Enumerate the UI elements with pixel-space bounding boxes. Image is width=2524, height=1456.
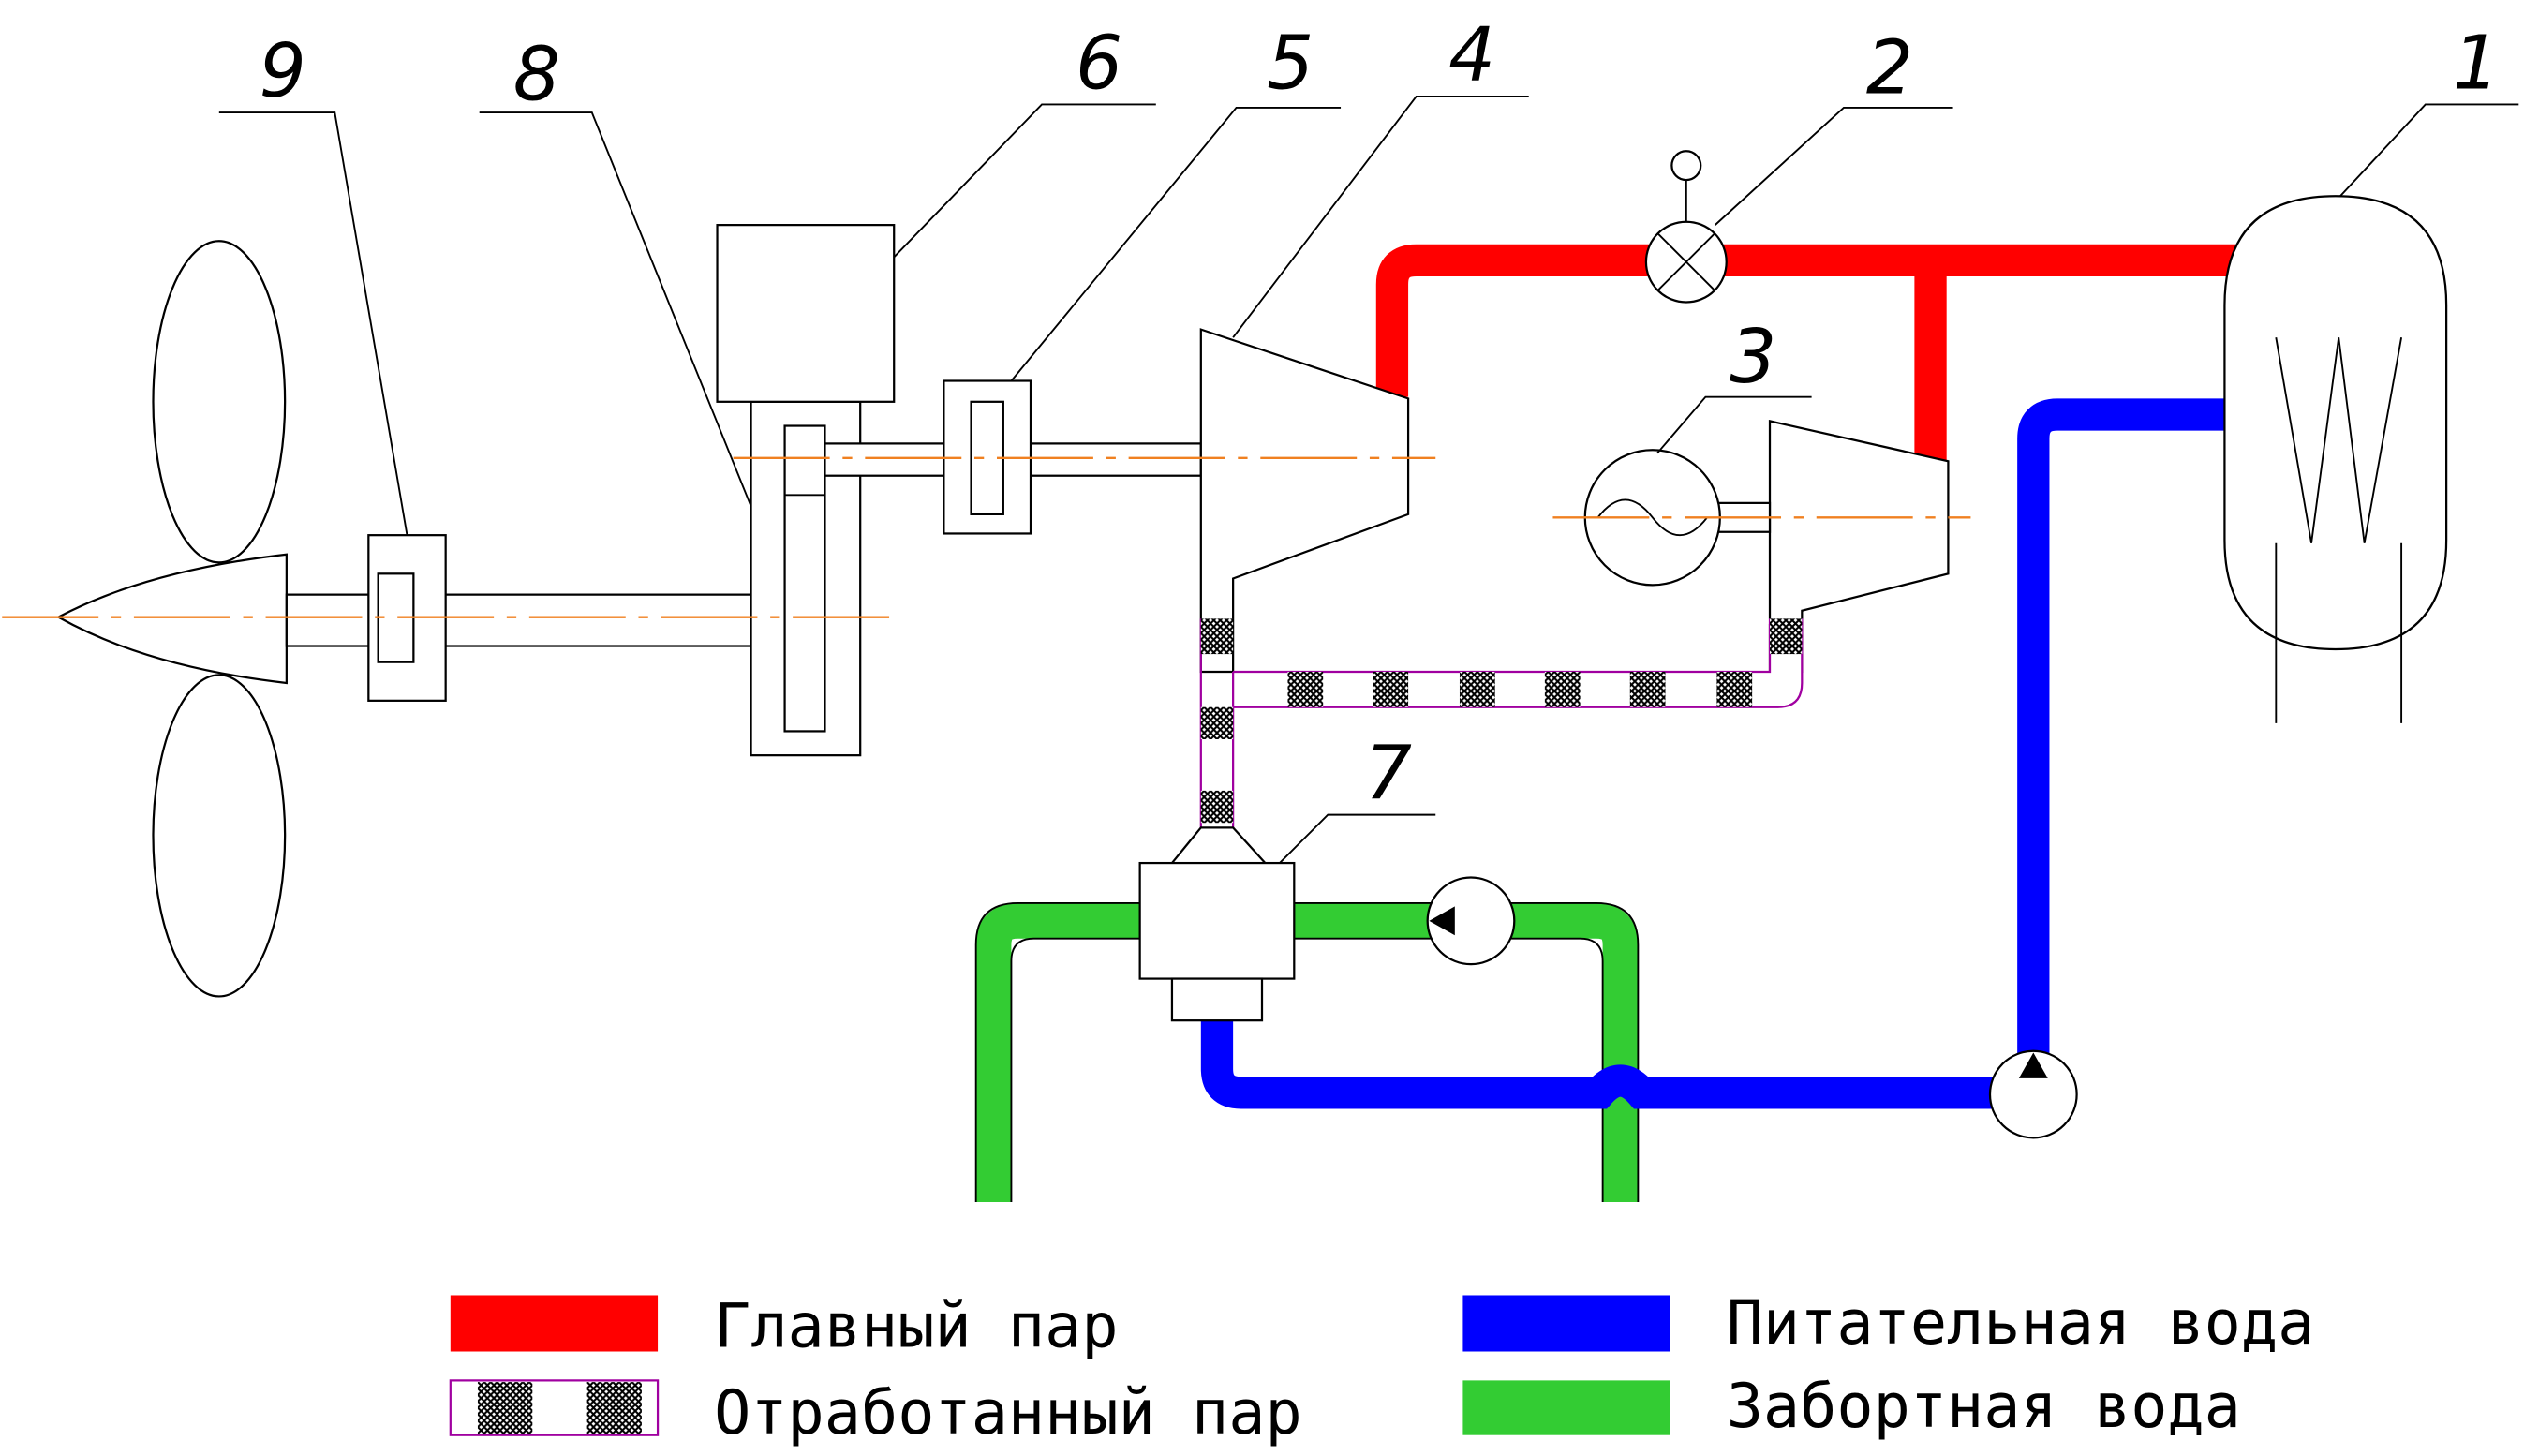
propeller-blade-top (152, 240, 287, 564)
label-5: 5 (1267, 20, 1314, 106)
legend-swatch-sea-water (1462, 1380, 1670, 1435)
circulating-pump (1426, 876, 1516, 966)
legend-swatch-main-steam (450, 1295, 659, 1352)
legend-swatch-feed-water (1462, 1295, 1670, 1352)
pump-arrow-icon (1429, 906, 1455, 936)
legend-main-steam: Главный пар (714, 1291, 1119, 1361)
ac-wave-icon (1596, 498, 1708, 537)
propeller (55, 240, 288, 998)
label-4: 4 (1448, 12, 1495, 98)
label-7: 7 (1365, 730, 1412, 816)
main-steam-line (1375, 244, 2236, 462)
sea-water-line (974, 902, 1640, 1202)
pump-arrow-icon (2018, 1052, 2048, 1078)
label-8: 8 (513, 31, 560, 117)
valve-handwheel (1670, 150, 1702, 182)
legend-feed-water: Питательная вода (1727, 1288, 2315, 1359)
exhaust-steam-line (1199, 618, 1804, 828)
label-3: 3 (1730, 314, 1776, 400)
condenser-hotwell (1170, 977, 1264, 1022)
gear-wheel (783, 424, 826, 733)
label-1: 1 (2453, 20, 2500, 106)
feed-pump (1988, 1049, 2078, 1139)
unit-6 (716, 224, 896, 403)
boiler-1 (2223, 195, 2448, 723)
condenser-7 (1138, 861, 1296, 980)
label-2: 2 (1866, 24, 1913, 111)
propeller-blade-bottom (152, 674, 287, 998)
condenser-inlet (1169, 826, 1268, 865)
legend-exhaust-steam: Отработанный пар (714, 1378, 1302, 1449)
propeller-shaft (285, 593, 790, 647)
legend: Главный пар Отработанный пар Питательная… (449, 1288, 2315, 1449)
label-6: 6 (1076, 20, 1122, 106)
propeller-hub (55, 553, 288, 685)
legend-sea-water: Забортная вода (1727, 1372, 2241, 1442)
label-9: 9 (260, 28, 306, 114)
feed-water-line (1200, 398, 2225, 1109)
